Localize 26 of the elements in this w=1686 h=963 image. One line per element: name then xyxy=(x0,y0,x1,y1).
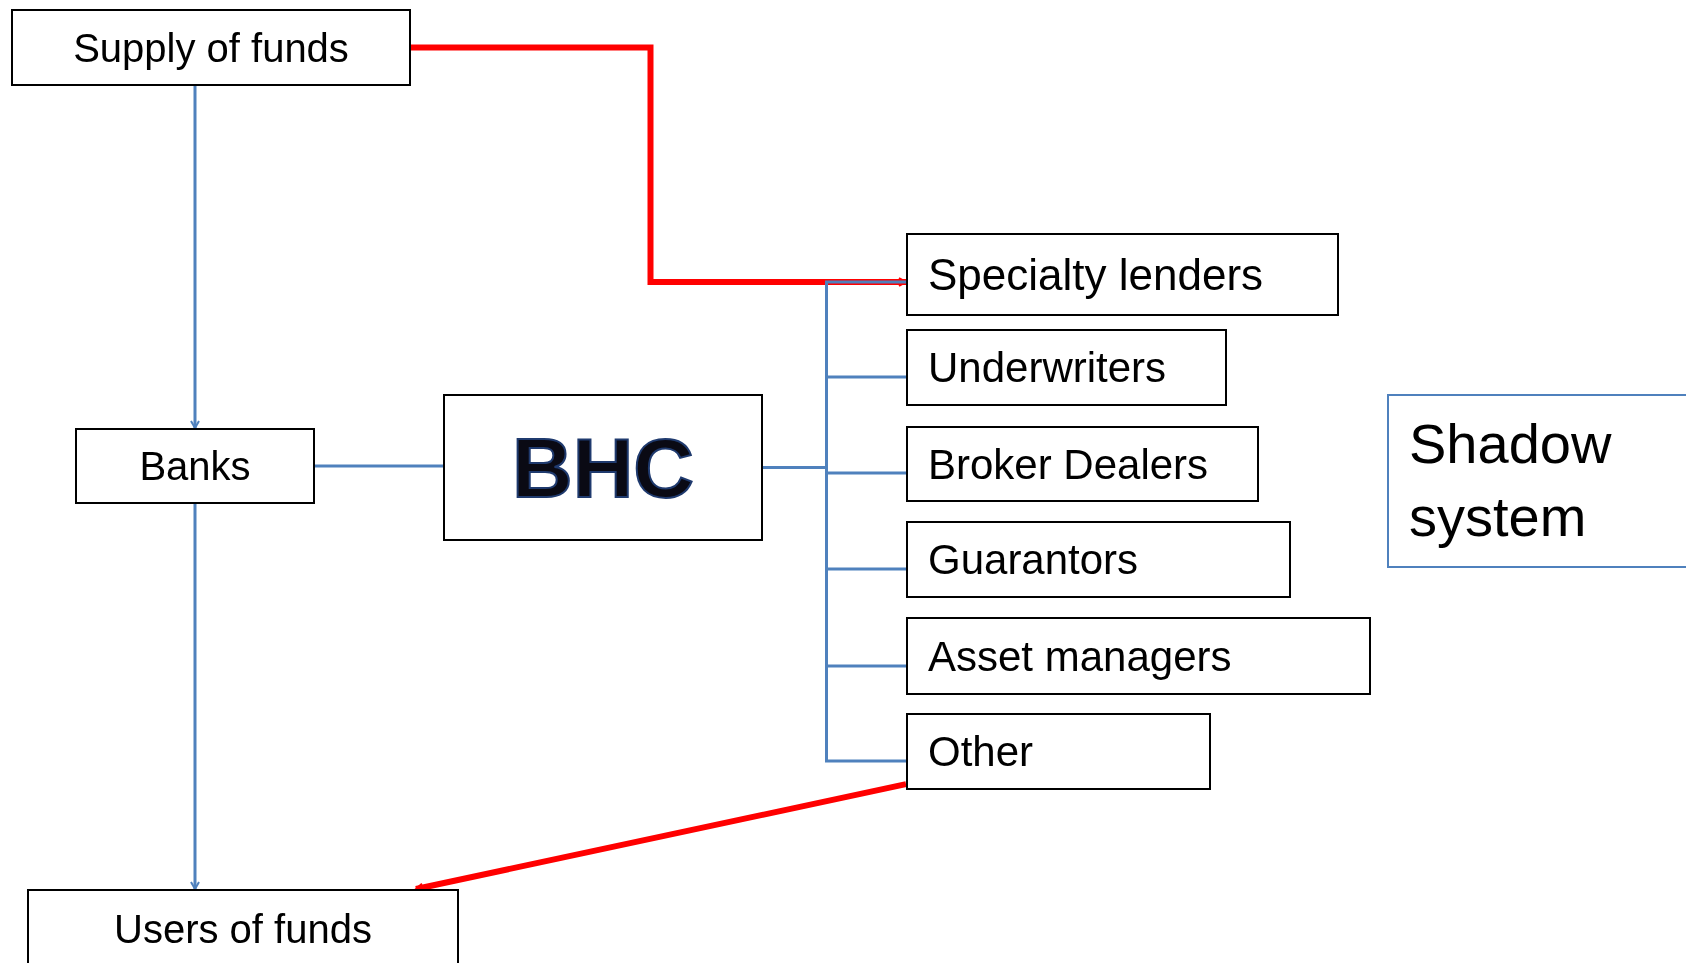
process-box xyxy=(443,394,763,541)
process-box xyxy=(27,889,459,963)
process-box xyxy=(906,329,1227,406)
arrow xyxy=(411,44,907,287)
process-box xyxy=(906,713,1211,790)
node-label: Other xyxy=(928,727,1034,777)
arrow xyxy=(190,504,200,890)
node-label: Supply of funds xyxy=(73,24,349,72)
node-label: Shadow system xyxy=(1409,411,1613,550)
node-label: Users of funds xyxy=(114,906,372,953)
process-box xyxy=(11,9,411,86)
connector-line xyxy=(315,464,443,468)
process-box xyxy=(906,426,1259,502)
node-label: Guarantors xyxy=(928,535,1139,585)
node-label: Underwriters xyxy=(928,343,1167,393)
node-label: Asset managers xyxy=(928,631,1232,682)
node-label: Specialty lenders xyxy=(928,248,1264,301)
process-box xyxy=(906,617,1371,695)
process-box xyxy=(906,233,1339,316)
node-label: Banks xyxy=(139,443,251,490)
arrow xyxy=(190,86,200,429)
node-label: BHC xyxy=(512,419,694,517)
process-box xyxy=(906,521,1291,598)
process-box xyxy=(75,428,315,504)
node-label: Broker Dealers xyxy=(928,439,1209,490)
group-label-box xyxy=(1387,394,1686,568)
